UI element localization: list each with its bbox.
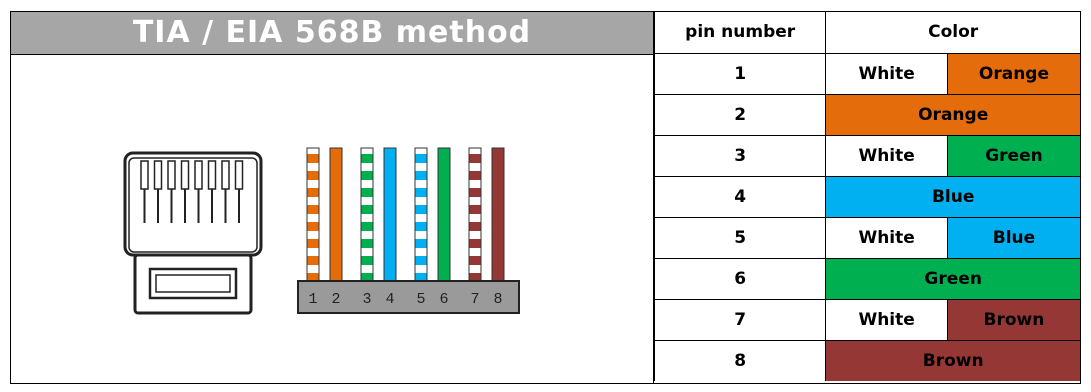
color-swatch: Brown bbox=[946, 298, 1080, 341]
pin-label: 7 bbox=[470, 291, 479, 308]
color-swatch: Orange bbox=[946, 52, 1080, 95]
wire-5 bbox=[414, 147, 428, 282]
page-title: TIA / EIA 568B method bbox=[11, 12, 653, 55]
wire-4 bbox=[383, 147, 397, 282]
wire-3 bbox=[360, 147, 374, 282]
wire-bundle bbox=[306, 147, 505, 282]
pin-label: 4 bbox=[385, 291, 394, 308]
pin-label: 5 bbox=[416, 291, 425, 308]
connector-body bbox=[297, 280, 520, 314]
white-stripe-label: White bbox=[825, 134, 948, 177]
pin-number-header: pin number bbox=[653, 12, 827, 54]
pin-number: 3 bbox=[653, 134, 827, 177]
color-header: Color bbox=[825, 12, 1080, 54]
wire-1 bbox=[306, 147, 320, 282]
color-swatch: Brown bbox=[825, 339, 1080, 381]
table-header-row: pin number Color bbox=[653, 12, 1080, 54]
wire-2 bbox=[329, 147, 343, 282]
color-swatch: Blue bbox=[946, 216, 1080, 259]
pin-number: 8 bbox=[653, 339, 827, 381]
color-swatch: Orange bbox=[825, 93, 1080, 136]
pin-label: 8 bbox=[493, 291, 502, 308]
wire-6 bbox=[437, 147, 451, 282]
wire-8 bbox=[491, 147, 505, 282]
white-stripe-label: White bbox=[825, 52, 948, 95]
pin-number: 7 bbox=[653, 298, 827, 341]
pin-number: 2 bbox=[653, 93, 827, 136]
color-swatch: Blue bbox=[825, 175, 1080, 218]
pin-label: 6 bbox=[439, 291, 448, 308]
color-swatch: Green bbox=[946, 134, 1080, 177]
pin-label: 2 bbox=[331, 291, 340, 308]
wire-7 bbox=[468, 147, 482, 282]
pin-number: 1 bbox=[653, 52, 827, 95]
pin-label: 3 bbox=[362, 291, 371, 308]
white-stripe-label: White bbox=[825, 216, 948, 259]
color-swatch: Green bbox=[825, 257, 1080, 300]
white-stripe-label: White bbox=[825, 298, 948, 341]
pin-number: 4 bbox=[653, 175, 827, 218]
pin-label: 1 bbox=[308, 291, 317, 308]
pin-number: 6 bbox=[653, 257, 827, 300]
pin-number: 5 bbox=[653, 216, 827, 259]
plug-contacts bbox=[140, 160, 244, 223]
rj45-plug-icon bbox=[123, 151, 263, 315]
